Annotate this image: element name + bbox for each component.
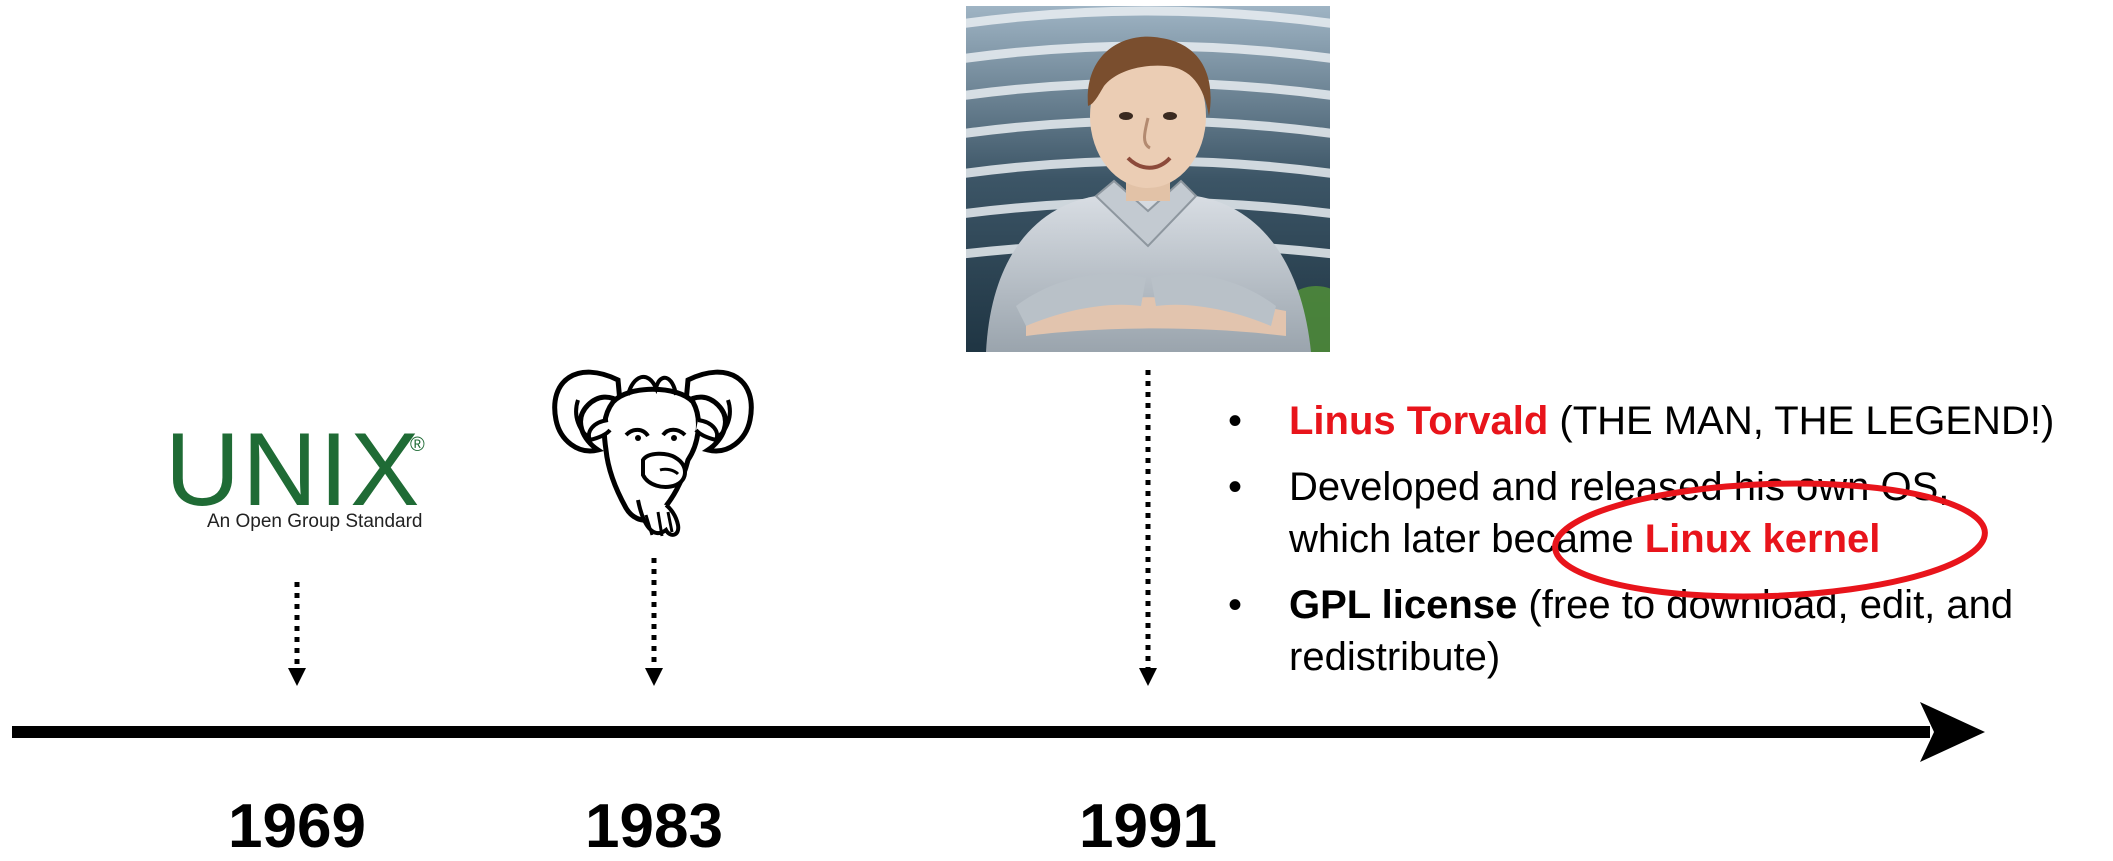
os-line-2-prefix: which later became — [1289, 517, 1645, 561]
unix-logo: UNIX ® An Open Group Standard — [165, 418, 435, 538]
connector-1969-arrowhead — [288, 668, 306, 686]
gpl-line-1-rest: (free to download, edit, and — [1517, 583, 2014, 627]
gpl-line-2: redistribute) — [1289, 635, 1501, 679]
year-1983: 1983 — [585, 792, 723, 861]
bullet-dot-icon: • — [1227, 583, 1242, 627]
year-1969: 1969 — [228, 792, 366, 861]
year-1991: 1991 — [1079, 792, 1217, 861]
linus-name: Linus Torvald — [1289, 399, 1549, 443]
bullet-dot-icon: • — [1227, 399, 1242, 443]
bullet-list: • Linus Torvald (THE MAN, THE LEGEND!) •… — [1225, 395, 2113, 697]
gnu-head-icon — [552, 369, 754, 537]
unix-logo-registered-mark: ® — [410, 434, 425, 456]
unix-logo-subtitle: An Open Group Standard — [207, 511, 423, 532]
connector-1991-arrowhead — [1139, 668, 1157, 686]
gpl-license-label: GPL license — [1289, 583, 1518, 627]
bullet-item-gpl: • GPL license (free to download, edit, a… — [1225, 579, 2113, 683]
linux-kernel-highlight: Linux kernel — [1644, 517, 1881, 561]
bullet-item-os: • Developed and released his own OS, whi… — [1225, 461, 2113, 565]
os-line-1: Developed and released his own OS, — [1289, 465, 1950, 509]
connector-1983-arrowhead — [645, 668, 663, 686]
bullet-dot-icon: • — [1227, 465, 1242, 509]
linus-tagline: (THE MAN, THE LEGEND!) — [1548, 399, 2055, 443]
bullet-item-linus: • Linus Torvald (THE MAN, THE LEGEND!) — [1225, 395, 2113, 447]
timeline-arrowhead — [1920, 702, 1985, 762]
portrait-photo — [966, 6, 1330, 352]
unix-logo-word: UNIX — [165, 412, 422, 528]
